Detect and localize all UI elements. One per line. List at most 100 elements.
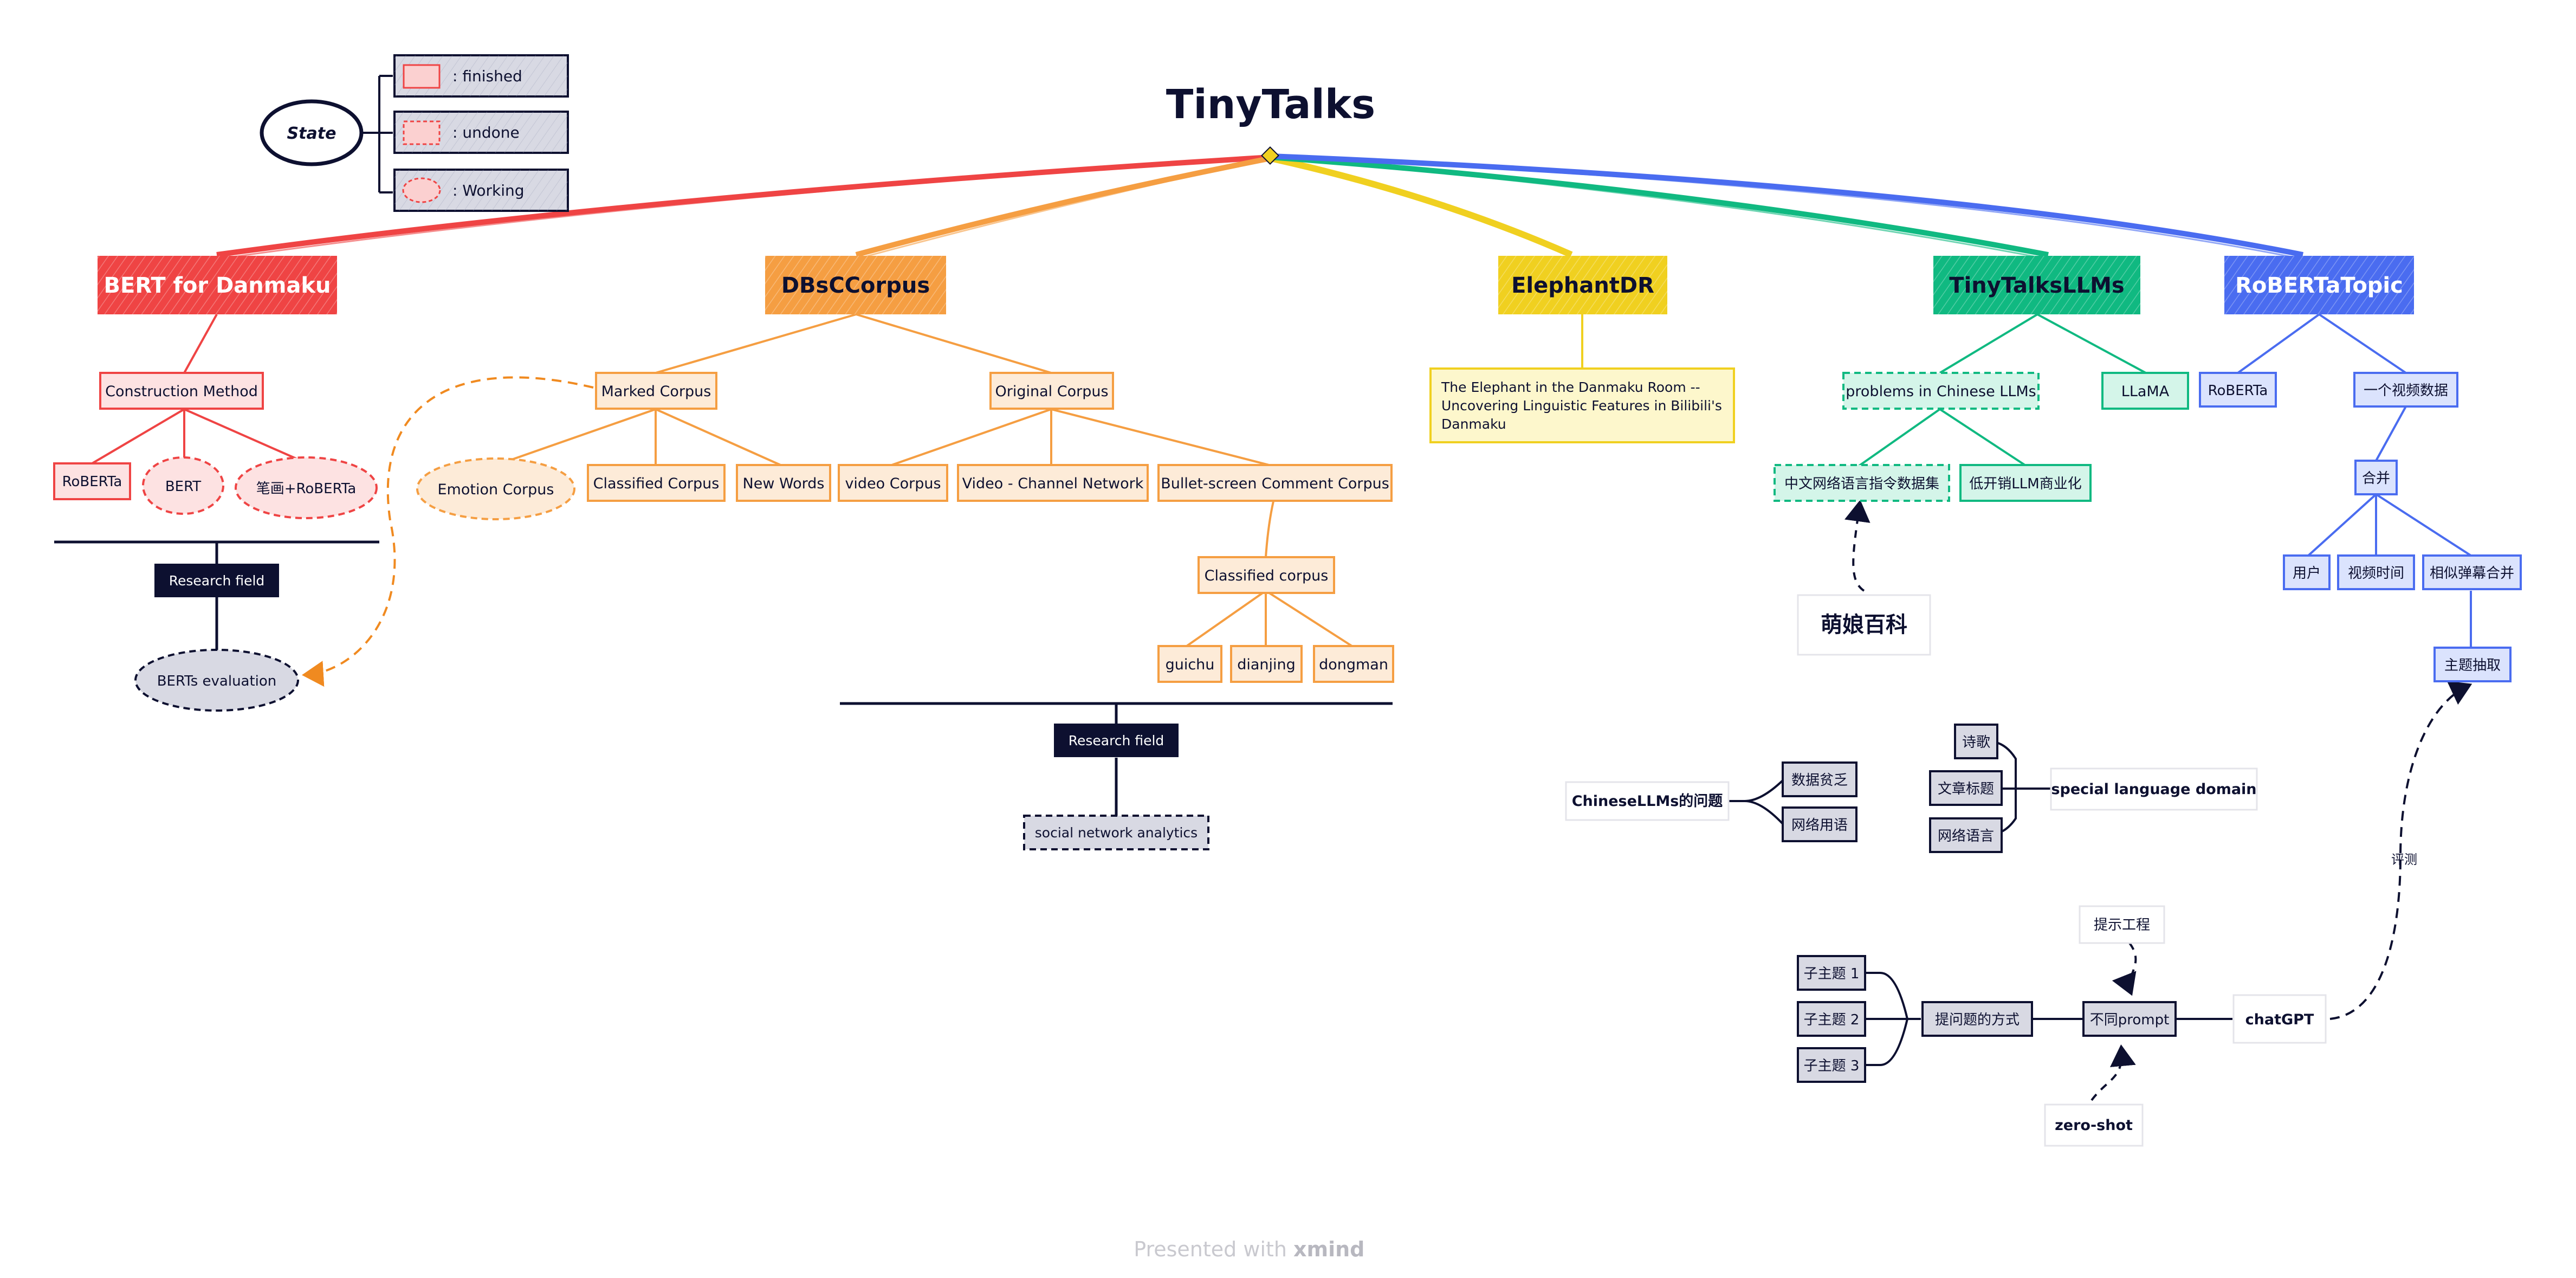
node-prompt-engineering[interactable]: 提示工程 [2079, 905, 2165, 944]
node-stroke-roberta[interactable]: 笔画+RoBERTa [235, 456, 378, 519]
topic-branch-lines [2237, 313, 2472, 648]
node-roberta-topic[interactable]: RoBERTa [2199, 372, 2277, 408]
node-merge[interactable]: 合并 [2354, 460, 2398, 495]
node-video-channel-network[interactable]: Video - Channel Network [957, 464, 1149, 502]
node-internet-slang[interactable]: 网络用语 [1782, 806, 1857, 842]
legend: State : finished : undone : Working [260, 54, 569, 212]
video-time-label: 视频时间 [2348, 565, 2404, 582]
node-article-title[interactable]: 文章标题 [1929, 770, 2003, 806]
topic-bert[interactable]: BERT for Danmaku [98, 256, 337, 314]
node-classified-corpus[interactable]: Classified corpus [1198, 556, 1335, 594]
node-berts-evaluation[interactable]: BERTs evaluation [134, 649, 299, 712]
node-video-time[interactable]: 视频时间 [2337, 554, 2415, 590]
video-corpus-label: video Corpus [845, 475, 941, 492]
roberta-topic-label: RoBERTa [2208, 383, 2268, 399]
internet-slang-label: 网络用语 [1791, 817, 1848, 834]
topic-llm[interactable]: TinyTalksLLMs [1933, 256, 2140, 314]
bert-research-label: Research field [169, 573, 265, 589]
node-dongman[interactable]: dongman [1313, 645, 1394, 683]
node-subtopic-2[interactable]: 子主题 2 [1797, 1001, 1866, 1037]
node-moe-baike[interactable]: 萌娘百科 [1797, 594, 1931, 656]
dbsc-research-lines [840, 702, 1393, 816]
node-guichu[interactable]: guichu [1157, 645, 1222, 683]
bullet-screen-corpus-label: Bullet-screen Comment Corpus [1161, 475, 1389, 492]
node-new-words[interactable]: New Words [736, 464, 831, 502]
legend-working-label: : Working [452, 182, 525, 199]
node-chinese-llms-problem[interactable]: ChineseLLMs的问题 [1565, 781, 1730, 821]
node-chatgpt[interactable]: chatGPT [2232, 994, 2327, 1044]
node-llama[interactable]: LLaMA [2101, 372, 2189, 410]
main-branch-lines [216, 146, 2303, 260]
subtopic-2-label: 子主题 2 [1804, 1012, 1860, 1028]
prompt-engineering-label: 提示工程 [2094, 917, 2150, 933]
berts-evaluation-label: BERTs evaluation [157, 673, 277, 689]
new-words-label: New Words [743, 475, 825, 492]
node-question-method[interactable]: 提问题的方式 [1921, 1001, 2033, 1037]
node-bert-research-field[interactable]: Research field [154, 564, 279, 597]
node-classified-corpus-marked[interactable]: Classified Corpus [587, 464, 726, 502]
emotion-corpus-label: Emotion Corpus [438, 481, 554, 498]
bert-research-lines [54, 540, 379, 650]
node-chinese-dataset[interactable]: 中文网络语言指令数据集 [1774, 464, 1950, 502]
node-bullet-screen-corpus[interactable]: Bullet-screen Comment Corpus [1157, 464, 1393, 502]
merge-label: 合并 [2362, 470, 2390, 487]
node-data-scarcity[interactable]: 数据贫乏 [1782, 761, 1857, 797]
node-construction-method[interactable]: Construction Method [99, 372, 264, 410]
chatgpt-to-topic-arrow [2329, 681, 2473, 1020]
legend-item-undone: : undone [393, 111, 569, 154]
node-social-network-analytics[interactable]: social network analytics [1023, 815, 1209, 850]
video-channel-network-label: Video - Channel Network [962, 475, 1144, 492]
node-dianjing[interactable]: dianjing [1230, 645, 1303, 683]
node-emotion-corpus[interactable]: Emotion Corpus [416, 457, 575, 520]
node-similar-merge[interactable]: 相似弹幕合并 [2422, 554, 2522, 590]
node-subtopic-3[interactable]: 子主题 3 [1797, 1047, 1866, 1083]
node-elephant-paper[interactable]: The Elephant in the Danmaku Room -- Unco… [1429, 367, 1735, 443]
subtopic-1-label: 子主题 1 [1804, 966, 1860, 982]
node-internet-language[interactable]: 网络语言 [1929, 817, 2003, 853]
node-topic-extract[interactable]: 主题抽取 [2433, 647, 2512, 682]
construction-label: Construction Method [105, 383, 258, 400]
node-poetry[interactable]: 诗歌 [1954, 724, 1998, 759]
state-label: State [287, 124, 336, 143]
elephant-paper-line-1: The Elephant in the Danmaku Room -- [1441, 379, 1700, 395]
node-low-cost-llm[interactable]: 低开销LLM商业化 [1959, 464, 2092, 502]
topic-extract-label: 主题抽取 [2444, 657, 2501, 674]
dbsc-branch-lines [493, 313, 1353, 647]
classified-corpus-marked-label: Classified Corpus [593, 475, 720, 492]
legend-lines [362, 75, 393, 193]
bert-label: BERT [165, 479, 201, 495]
chinese-dataset-label: 中文网络语言指令数据集 [1784, 476, 1939, 492]
internet-language-label: 网络语言 [1938, 828, 1994, 844]
state-node[interactable]: State [260, 99, 364, 166]
chinese-llms-problem-label: ChineseLLMs的问题 [1572, 792, 1723, 810]
legend-item-finished: : finished [393, 54, 569, 98]
node-user[interactable]: 用户 [2283, 554, 2331, 590]
topic-roberta[interactable]: RoBERTaTopic [2224, 256, 2414, 314]
video-data-label: 一个视频数据 [2364, 383, 2448, 399]
page-title: TinyTalks [1166, 81, 1375, 128]
topic-bert-label: BERT for Danmaku [104, 273, 331, 298]
engineering-arrow [2112, 942, 2137, 996]
roberta-bert-label: RoBERTa [62, 474, 122, 490]
node-subtopic-1[interactable]: 子主题 1 [1797, 955, 1866, 991]
node-original-corpus[interactable]: Original Corpus [989, 372, 1114, 410]
special-language-domain-label: special language domain [2051, 781, 2256, 798]
topic-dbsc[interactable]: DBsCCorpus [765, 256, 946, 314]
node-roberta-bert[interactable]: RoBERTa [53, 462, 131, 500]
node-diff-prompt[interactable]: 不同prompt [2082, 1001, 2177, 1037]
node-marked-corpus[interactable]: Marked Corpus [595, 372, 717, 410]
node-bert[interactable]: BERT [142, 456, 224, 515]
node-special-language-domain[interactable]: special language domain [2050, 767, 2258, 811]
zeroshot-arrow [2090, 1044, 2136, 1101]
node-dbsc-research-field[interactable]: Research field [1054, 724, 1179, 757]
footer-presented: Presented with [1134, 1237, 1287, 1261]
dbsc-research-label: Research field [1069, 733, 1164, 748]
node-video-data[interactable]: 一个视频数据 [2353, 372, 2458, 408]
topic-elephant[interactable]: ElephantDR [1498, 256, 1667, 314]
node-zero-shot[interactable]: zero-shot [2044, 1103, 2144, 1147]
problems-chinese-llms-label: problems in Chinese LLMs [1846, 383, 2036, 400]
bert-branch-lines [91, 314, 304, 464]
node-problems-chinese-llms[interactable]: problems in Chinese LLMs [1842, 372, 2040, 410]
node-video-corpus[interactable]: video Corpus [838, 464, 948, 502]
